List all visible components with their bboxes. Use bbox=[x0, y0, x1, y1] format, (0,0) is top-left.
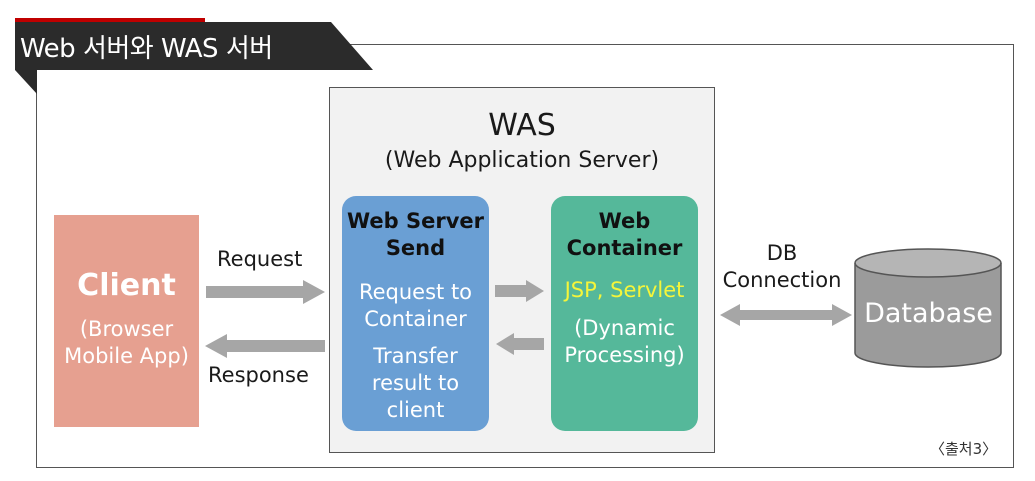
web-container-title: Web Container bbox=[566, 209, 683, 260]
web-container-processing: (Dynamic Processing) bbox=[564, 316, 685, 367]
was-subtitle: (Web Application Server) bbox=[384, 148, 660, 173]
source-note: 〈출처3〉 bbox=[930, 440, 998, 458]
client-title: Client bbox=[77, 268, 176, 303]
response-label: Response bbox=[208, 363, 309, 387]
to-container-arrow bbox=[495, 280, 544, 302]
db-connection-label: DB Connection bbox=[722, 241, 842, 292]
database-label: Database bbox=[864, 298, 993, 329]
request-arrow bbox=[206, 280, 325, 304]
web-server-title: Web Server Send bbox=[346, 209, 484, 260]
web-server-request-text: Request to Container bbox=[358, 280, 473, 331]
to-web-server-arrow bbox=[496, 333, 544, 355]
db-connection-arrow bbox=[720, 304, 852, 326]
web-container-box bbox=[551, 196, 698, 431]
web-container-tech: JSP, Servlet bbox=[564, 278, 685, 302]
database-icon bbox=[854, 248, 1002, 368]
request-label: Request bbox=[217, 247, 303, 271]
title-tab-shape bbox=[15, 18, 373, 94]
diagram-title: Web 서버와 WAS 서버 bbox=[20, 34, 273, 64]
title-tab bbox=[15, 18, 373, 94]
web-server-box bbox=[342, 196, 489, 431]
response-arrow bbox=[205, 334, 325, 358]
was-title: WAS bbox=[488, 108, 556, 143]
web-server-transfer-text: Transfer result to client bbox=[371, 344, 460, 422]
client-box bbox=[54, 215, 199, 427]
client-subtitle: (Browser Mobile App) bbox=[64, 317, 189, 368]
